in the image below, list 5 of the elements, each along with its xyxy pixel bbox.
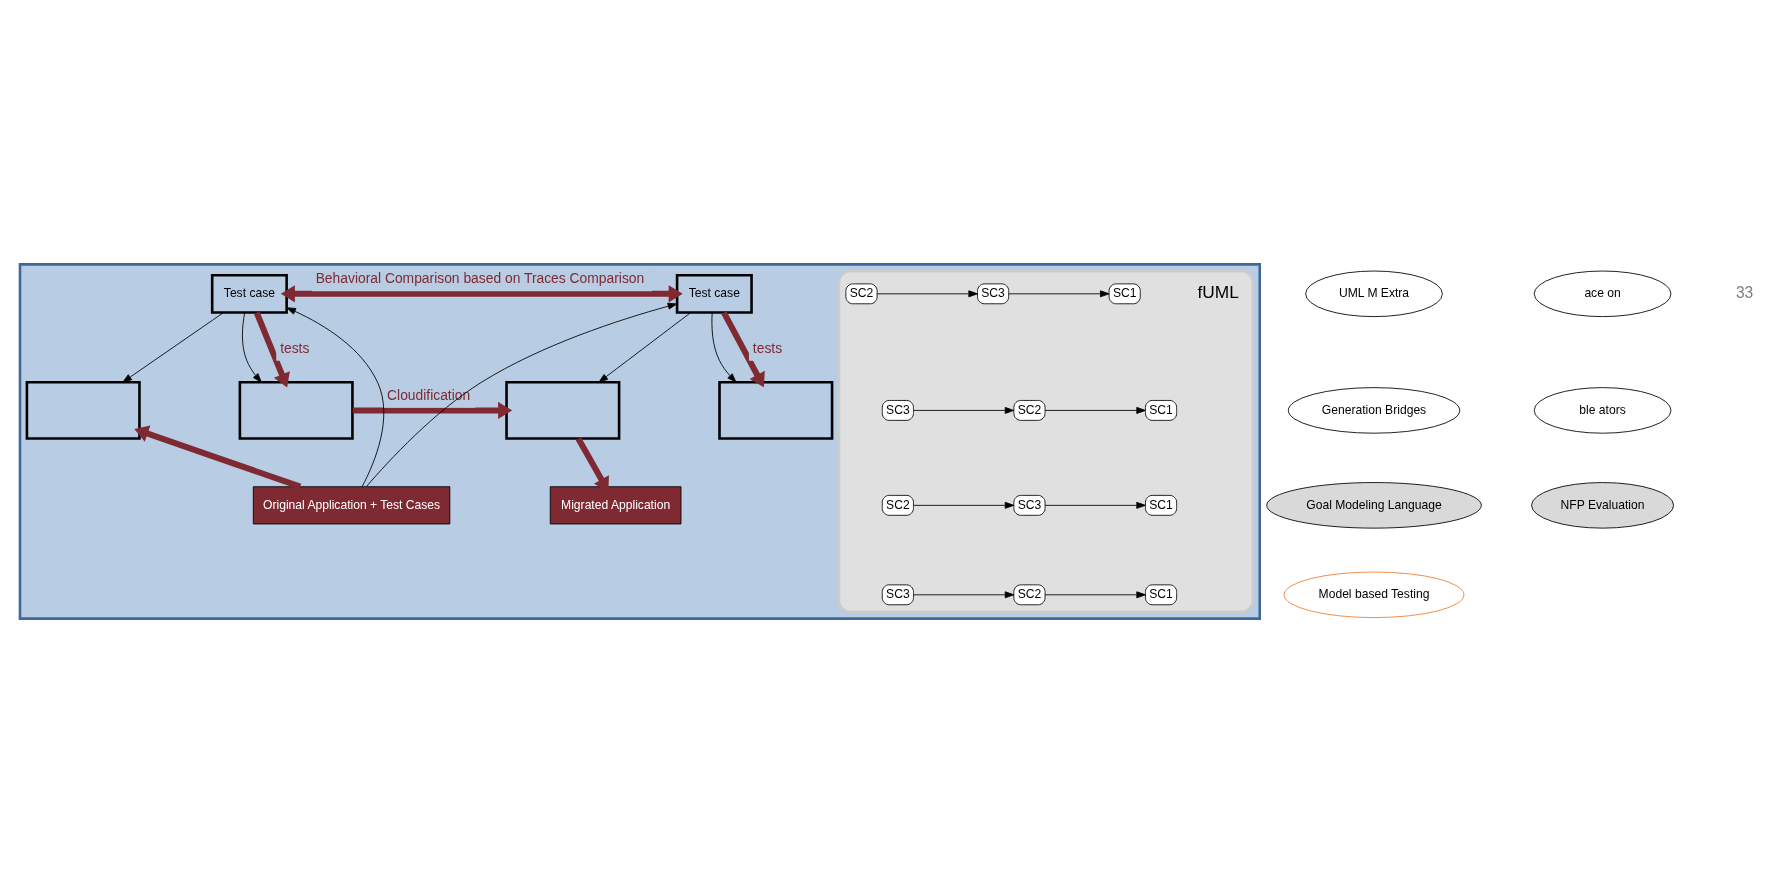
node-label: fUML — [1197, 282, 1239, 303]
edge-label: Behavioral Comparison based on Traces Comparison — [315, 270, 645, 287]
edge-label: tests — [280, 339, 310, 356]
label: 33 — [1735, 283, 1754, 301]
edge-label: tests — [752, 339, 783, 356]
